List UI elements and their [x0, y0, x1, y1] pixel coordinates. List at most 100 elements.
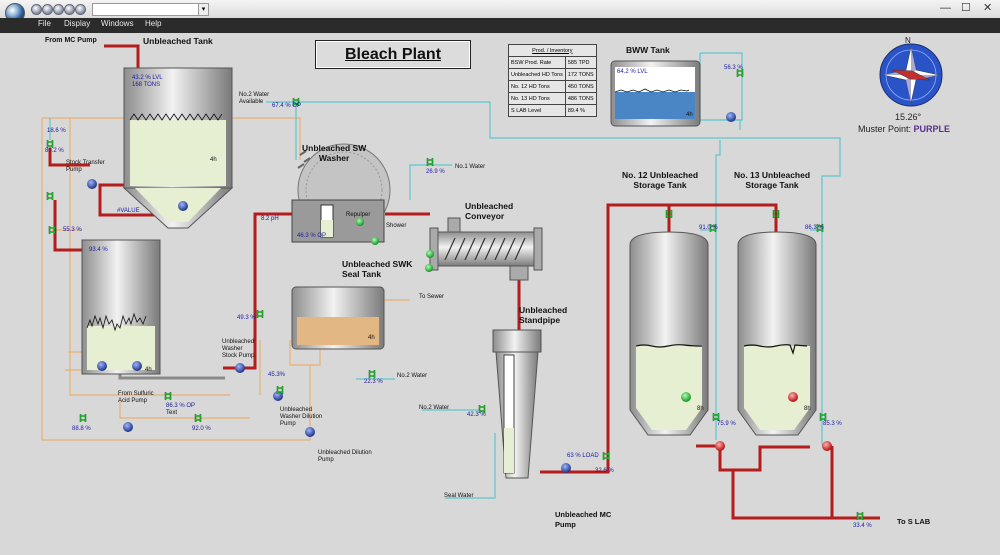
- pump-icon[interactable]: [561, 463, 571, 473]
- print-icon[interactable]: [75, 4, 86, 15]
- value-32-6: 32.6 %: [595, 468, 614, 474]
- unbleached-conveyor[interactable]: [430, 218, 542, 280]
- pump-icon[interactable]: [822, 441, 832, 451]
- row-label: No. 13 HD Tons: [509, 93, 566, 105]
- display-name-field[interactable]: [92, 3, 199, 16]
- value-86-3-op: 86.3 % OP: [166, 403, 195, 409]
- value-placeholder: #VALUE: [117, 208, 140, 214]
- no12-storage-tank[interactable]: [630, 232, 708, 435]
- unbleached-tank[interactable]: [124, 68, 232, 228]
- value-55-3: 55.3 %: [63, 227, 82, 233]
- standpipe-label: Unbleached Standpipe: [519, 305, 567, 325]
- inventory-header: Prod. / Inventory: [509, 45, 597, 57]
- pump-icon[interactable]: [235, 363, 245, 373]
- mc-pump-label: Unbleached MC Pump: [555, 510, 611, 530]
- value-86-3b: 86.3 %: [805, 225, 824, 231]
- bww-tank-label: BWW Tank: [626, 45, 670, 55]
- stock-chest[interactable]: [82, 240, 160, 374]
- value-22-3: 22.3 %: [364, 379, 383, 385]
- row-value: 450 TONS: [565, 81, 596, 93]
- no2-water-label-a: No.2 Water: [397, 373, 427, 380]
- seal-tank-label: Unbleached SWK Seal Tank: [342, 259, 412, 279]
- close-button[interactable]: ✕: [983, 3, 992, 14]
- row-value: 89.4 %: [565, 105, 596, 117]
- value-91-0: 91.0 %: [699, 225, 718, 231]
- display-dropdown-button[interactable]: ▾: [198, 3, 209, 16]
- value-56-3: 56.3 %: [724, 65, 743, 71]
- agitator-icon[interactable]: [788, 392, 798, 402]
- menu-help[interactable]: Help: [145, 19, 161, 28]
- no13-storage-tank[interactable]: [738, 232, 816, 435]
- agitator-icon[interactable]: [178, 201, 188, 211]
- no2-water-label-b: No.2 Water: [419, 405, 449, 412]
- value-67-4: 67.4 % OP: [272, 103, 301, 109]
- forward-icon[interactable]: [42, 4, 53, 15]
- value-33-4: 33.4 %: [853, 523, 872, 529]
- value-80-2: 80.2 %: [45, 148, 64, 154]
- table-row: No. 13 HD Tons486 TONS: [509, 93, 597, 105]
- bww-time: 4h: [686, 112, 693, 118]
- compass-rose-icon: [880, 44, 942, 106]
- agitator-icon[interactable]: [681, 392, 691, 402]
- no2-water-available-label: No.2 Water Available: [239, 92, 269, 106]
- table-row: BSW Prod. Rate585 TPD: [509, 57, 597, 69]
- no12-label: No. 12 Unbleached Storage Tank: [622, 170, 698, 190]
- page-title: Bleach Plant: [315, 40, 471, 69]
- shower-label: Shower: [386, 223, 406, 230]
- row-label: No. 12 HD Tons: [509, 81, 566, 93]
- pump-icon[interactable]: [87, 179, 97, 189]
- sulfuric-acid-pump-label: From Sulfuric Acid Pump: [118, 391, 154, 405]
- refresh-icon[interactable]: [64, 4, 75, 15]
- value-26-9: 26.9 %: [426, 169, 445, 175]
- value-92-0: 92.0 %: [192, 426, 211, 432]
- row-label: BSW Prod. Rate: [509, 57, 566, 69]
- maximize-button[interactable]: ☐: [961, 3, 971, 14]
- row-label: S LAB Level: [509, 105, 566, 117]
- muster-point-label: Muster Point: PURPLE: [858, 124, 950, 134]
- table-row: Unbleached HD Tons172 TONS: [509, 69, 597, 81]
- dilution-pump-label: Unbleached Dilution Pump: [318, 450, 372, 464]
- stock-chest-time: 4h: [145, 367, 152, 373]
- from-mc-pump-label: From MC Pump: [45, 36, 97, 46]
- seal-water-label: Seal Water: [444, 493, 473, 500]
- pump-icon[interactable]: [715, 441, 725, 451]
- to-sewer-label: To Sewer: [419, 294, 444, 301]
- seal-tank-time: 4h: [368, 335, 375, 341]
- home-icon[interactable]: [53, 4, 64, 15]
- value-49-3: 49.3 %: [237, 315, 256, 321]
- row-value: 486 TONS: [565, 93, 596, 105]
- muster-value: PURPLE: [914, 124, 951, 134]
- value-45-3: 45.3%: [268, 372, 285, 378]
- no12-time: 8h: [697, 406, 704, 412]
- pump-icon[interactable]: [123, 422, 133, 432]
- unbleached-tank-label: Unbleached Tank: [143, 36, 213, 46]
- value-42-3: 42.3 %: [467, 412, 486, 418]
- menu-bar: File Display Windows Help: [0, 18, 1000, 33]
- title-bar: ▾ — ☐ ✕: [0, 0, 1000, 19]
- value-75-9: 75.9 %: [717, 421, 736, 427]
- pump-icon[interactable]: [305, 427, 315, 437]
- washer-op: 46.3 % OP: [297, 233, 326, 239]
- stock-chest-level: 93.4 %: [89, 247, 108, 253]
- table-row: S LAB Level89.4 %: [509, 105, 597, 117]
- mc-pump-load: 63 % LOAD: [567, 453, 599, 459]
- minimize-button[interactable]: —: [940, 3, 951, 14]
- washer-stock-pump-label: Unbleached Washer Stock Pump: [222, 339, 254, 360]
- no13-label: No. 13 Unbleached Storage Tank: [734, 170, 810, 190]
- compass-north-label: N: [905, 36, 911, 45]
- inventory-table: Prod. / Inventory BSW Prod. Rate585 TPD …: [508, 44, 597, 117]
- washer-label: Unbleached SW Washer: [302, 143, 366, 163]
- value-8-2-ph: 8.2 pH: [261, 216, 279, 222]
- unbleached-tank-time: 4h: [210, 157, 217, 163]
- bww-level: 64.2 % LVL: [617, 69, 648, 75]
- menu-display[interactable]: Display: [64, 19, 90, 28]
- value-88-8: 88.8 %: [72, 426, 91, 432]
- back-icon[interactable]: [31, 4, 42, 15]
- row-value: 172 TONS: [565, 69, 596, 81]
- unbleached-tank-level: 43.2 % LVL: [132, 75, 163, 81]
- menu-windows[interactable]: Windows: [101, 19, 133, 28]
- pump-icon[interactable]: [726, 112, 736, 122]
- value-18-6: 18.6 %: [47, 128, 66, 134]
- unbleached-standpipe[interactable]: [493, 330, 541, 478]
- menu-file[interactable]: File: [38, 19, 51, 28]
